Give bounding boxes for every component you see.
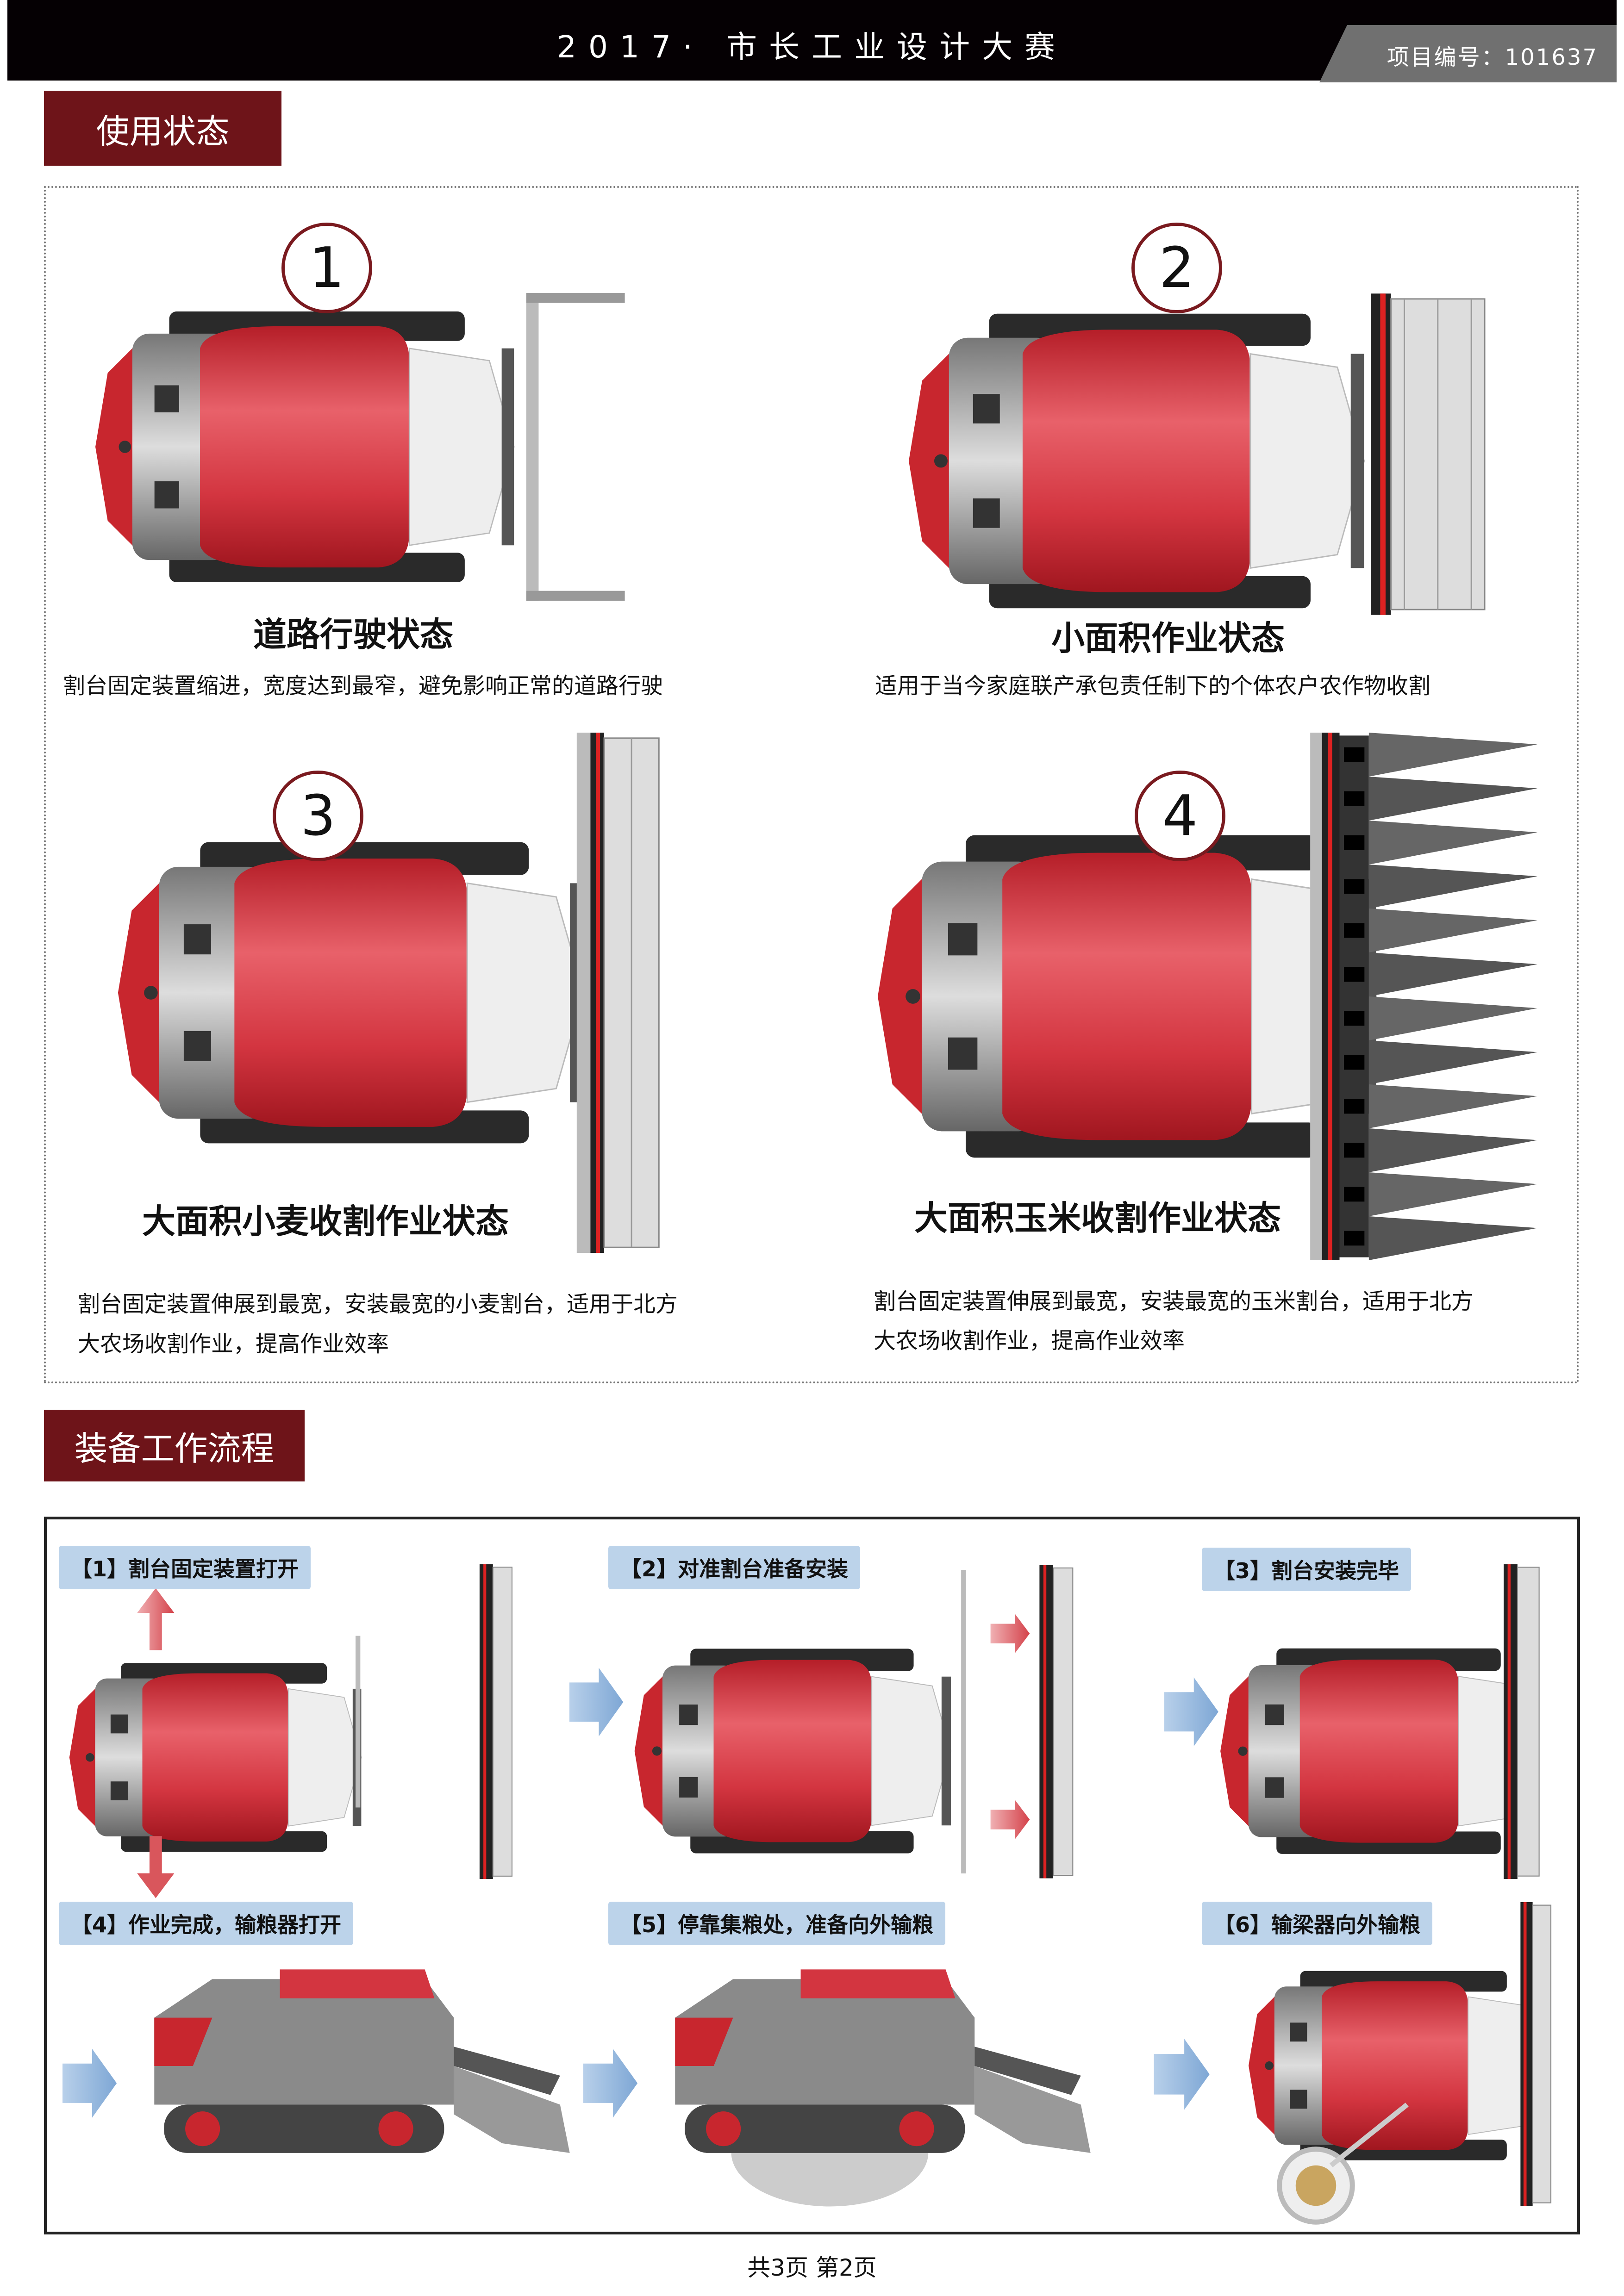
state-desc-4-line2: 大农场收割作业，提高作业效率 <box>874 1328 1185 1354</box>
step-label-5: 【5】停靠集粮处，准备向外输粮 <box>608 1902 946 1945</box>
state-title-3: 大面积小麦收割作业状态 <box>142 1202 509 1241</box>
state-desc-4-line1: 割台固定装置伸展到最宽，安装最宽的玉米割台，适用于北方 <box>874 1288 1474 1314</box>
state-title-4: 大面积玉米收割作业状态 <box>914 1199 1281 1238</box>
state-number-2: 2 <box>1131 223 1222 313</box>
step5-harvester-side-image <box>583 1969 1091 2207</box>
corn-row-slot <box>1344 1011 1365 1026</box>
state-title-2: 小面积作业状态 <box>1051 619 1285 658</box>
page-footer: 共3页 第2页 <box>747 2254 877 2281</box>
corn-divider-spike <box>1368 1216 1537 1260</box>
corn-row-slot <box>1344 1099 1365 1114</box>
workflow-panel <box>44 1517 1580 2234</box>
state-desc-1: 割台固定装置缩进，宽度达到最窄，避免影响正常的道路行驶 <box>63 673 663 699</box>
section-title-usage: 使用状态 <box>44 91 281 166</box>
step-label-4: 【4】作业完成，输粮器打开 <box>59 1902 354 1945</box>
page-title: 2017· 市长工业设计大赛 <box>557 29 1067 65</box>
state-number-4: 4 <box>1135 771 1225 861</box>
section-title-workflow: 装备工作流程 <box>44 1410 305 1481</box>
corn-row-slot <box>1344 791 1365 806</box>
project-id: 项目编号：101637 <box>1387 44 1598 70</box>
harvester-corn-mode-image <box>877 733 1537 1260</box>
corn-divider-spike <box>1368 952 1537 996</box>
harvester-small-area-image <box>908 293 1486 615</box>
state-number-1: 1 <box>281 223 372 313</box>
corn-divider-spike <box>1368 1040 1537 1084</box>
corn-row-slot <box>1344 1187 1365 1202</box>
corn-divider-spike <box>1368 821 1537 865</box>
state-desc-3-line2: 大农场收割作业，提高作业效率 <box>78 1331 389 1357</box>
step3-harvester-image <box>1164 1564 1540 1879</box>
usage-states-panel <box>44 186 1579 1383</box>
step4-harvester-side-image <box>62 1969 570 2153</box>
corn-row-slot <box>1344 923 1365 938</box>
project-id-badge: 项目编号：101637 <box>1319 25 1617 82</box>
step-label-6: 【6】输梁器向外输粮 <box>1202 1902 1433 1945</box>
step-label-1: 【1】割台固定装置打开 <box>59 1546 311 1589</box>
state-title-1: 道路行驶状态 <box>253 615 454 654</box>
corn-divider-spike <box>1368 733 1537 777</box>
corn-row-slot <box>1344 835 1365 850</box>
step1-harvester-image <box>69 1564 512 1898</box>
corn-row-slot <box>1344 1055 1365 1070</box>
corn-divider-spike <box>1368 908 1537 952</box>
state-desc-3-line1: 割台固定装置伸展到最宽，安装最宽的小麦割台，适用于北方 <box>78 1291 678 1317</box>
corn-divider-spike <box>1368 996 1537 1040</box>
step-label-2: 【2】对准割台准备安装 <box>608 1546 861 1589</box>
corn-divider-spike <box>1368 1128 1537 1172</box>
corn-divider-spike <box>1368 1084 1537 1128</box>
step2-harvester-image <box>569 1565 1074 1879</box>
corn-row-slot <box>1344 879 1365 894</box>
corn-divider-spike <box>1368 1172 1537 1216</box>
corn-divider-spike <box>1368 865 1537 908</box>
corn-row-slot <box>1344 1143 1365 1158</box>
step-label-3: 【3】割台安装完毕 <box>1202 1548 1412 1591</box>
harvester-road-mode-image <box>94 293 625 601</box>
corn-divider-spike <box>1368 777 1537 821</box>
step6-harvester-unloading-image <box>1154 1902 1552 2225</box>
corn-row-slot <box>1344 747 1365 762</box>
corn-row-slot <box>1344 1231 1365 1246</box>
state-desc-2: 适用于当今家庭联产承包责任制下的个体农户农作物收割 <box>875 673 1431 699</box>
state-number-3: 3 <box>273 771 363 861</box>
corn-row-slot <box>1344 967 1365 982</box>
harvester-wheat-mode-image <box>117 733 660 1253</box>
